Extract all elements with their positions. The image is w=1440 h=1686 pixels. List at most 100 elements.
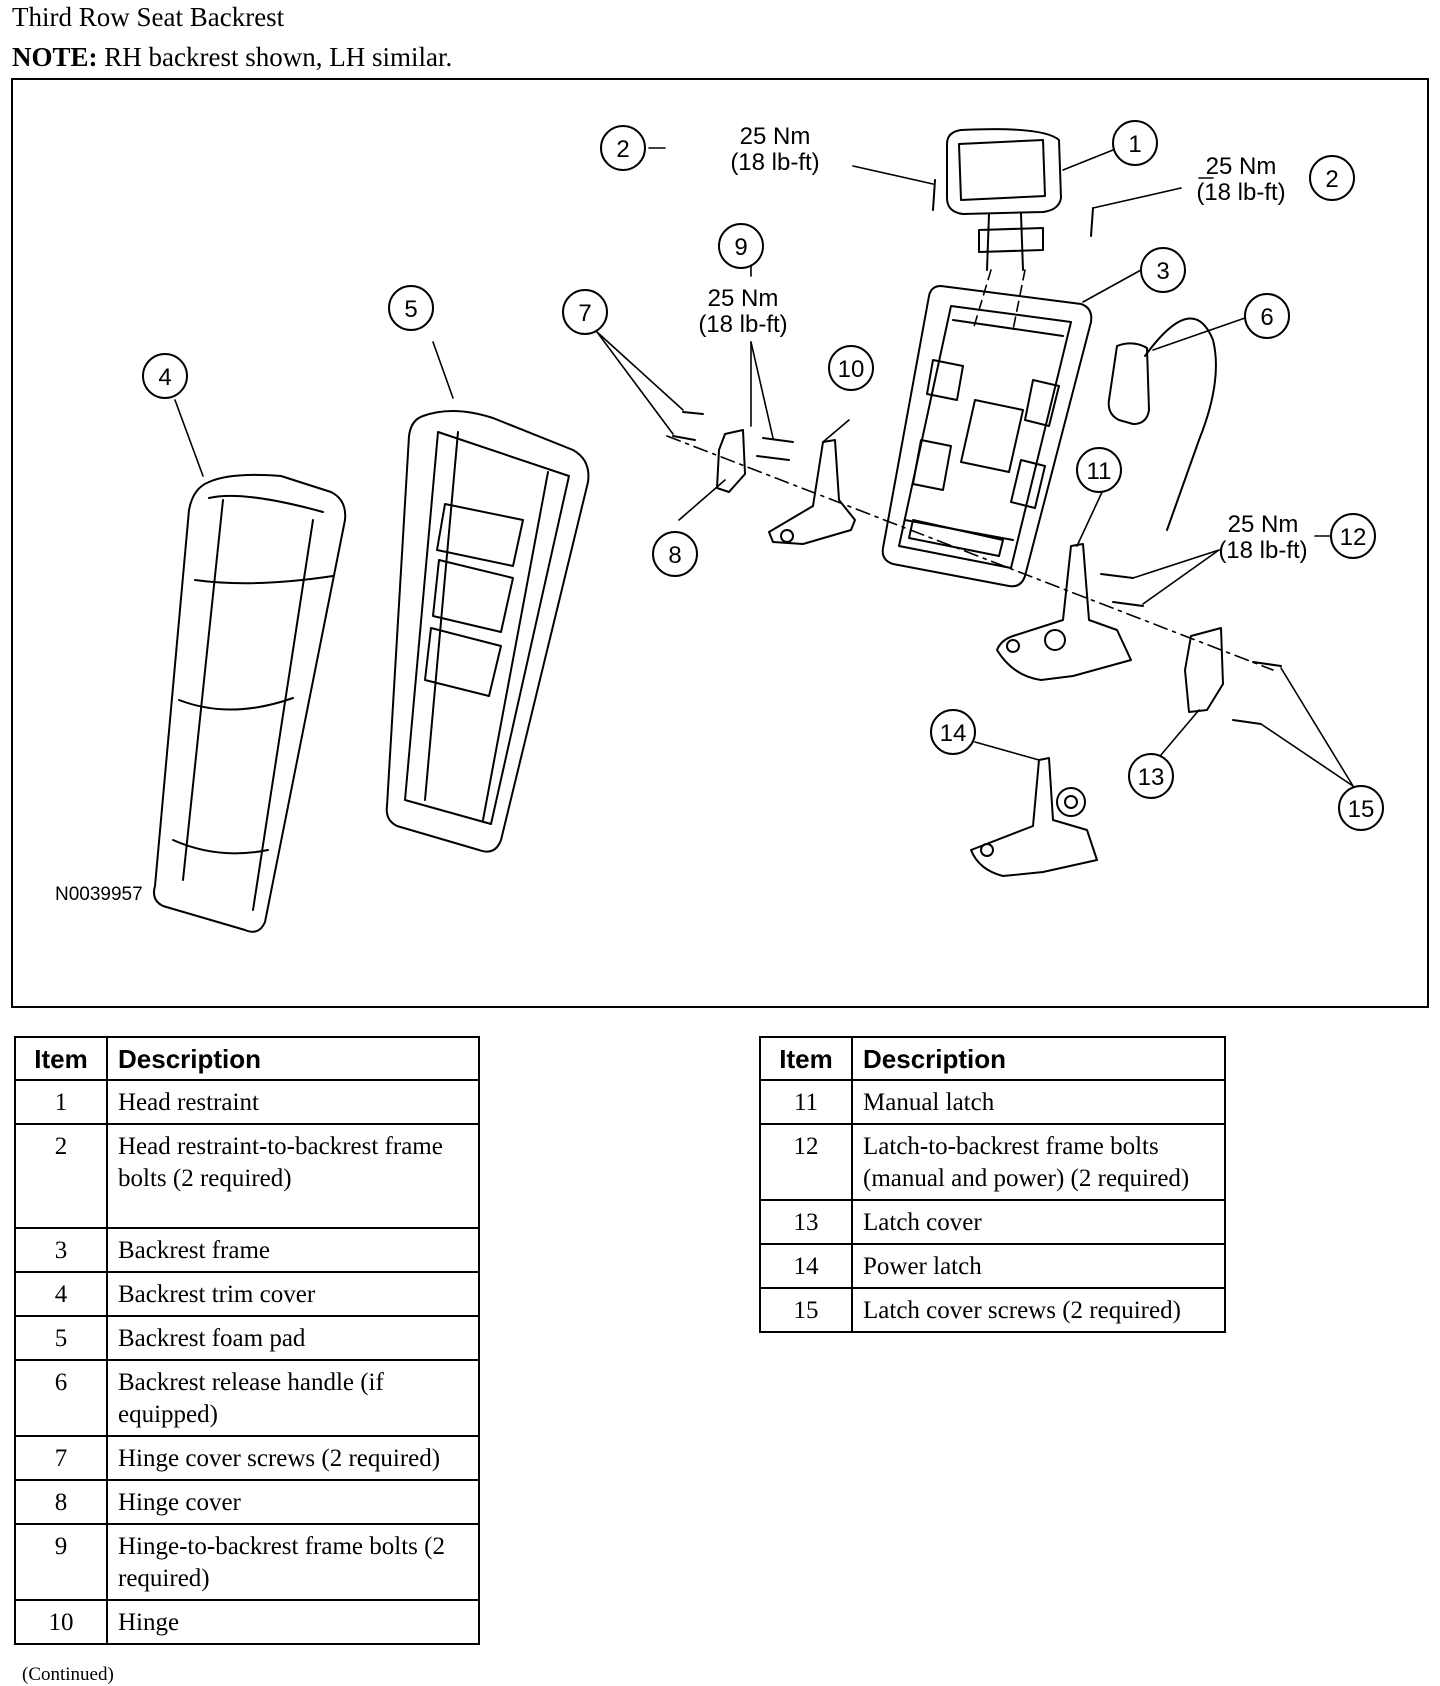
callout-circle-1 <box>1112 120 1158 166</box>
callout-circle-12 <box>1330 513 1376 559</box>
backrest-frame-drawing <box>881 285 1093 588</box>
note-label: NOTE: <box>12 42 98 72</box>
callout-circle-15 <box>1338 785 1384 831</box>
backrest-trim-cover-drawing <box>153 473 347 933</box>
callout-circle-9 <box>718 223 764 269</box>
torque-nm-4: 25 Nm <box>1228 511 1299 538</box>
callout-circle-2b <box>1309 155 1355 201</box>
torque-lbft-2: (18 lb-ft) <box>1196 179 1285 206</box>
diagram-drawing: 1 2 2 3 4 5 6 7 8 9 10 11 12 13 14 15 25… <box>55 120 1384 933</box>
callout-label-13: 13 <box>1138 764 1165 791</box>
item-number: 10 <box>14 1599 108 1645</box>
hinge-cover-drawing <box>716 429 746 493</box>
callout-circle-14 <box>930 709 976 755</box>
callout-circle-13 <box>1128 753 1174 799</box>
figure-id: N0039957 <box>55 884 143 905</box>
torque-lbft-3: (18 lb-ft) <box>698 311 787 338</box>
item-number: 14 <box>759 1243 853 1289</box>
item-description: Hinge-to-backrest frame bolts (2 require… <box>106 1523 480 1601</box>
item-description: Head restraint <box>106 1079 480 1125</box>
item-number: 15 <box>759 1287 853 1333</box>
callout-circle-6 <box>1244 293 1290 339</box>
callout-label-2b: 2 <box>1325 166 1338 193</box>
callout-label-12: 12 <box>1340 524 1367 551</box>
item-number: 2 <box>14 1123 108 1229</box>
release-handle-drawing <box>1107 317 1217 531</box>
item-number: 13 <box>759 1199 853 1245</box>
item-description: Latch-to-backrest frame bolts (manual an… <box>851 1123 1226 1201</box>
item-description: Hinge <box>106 1599 480 1645</box>
item-description: Backrest frame <box>106 1227 480 1273</box>
item-description: Backrest foam pad <box>106 1315 480 1361</box>
item-description: Manual latch <box>851 1079 1226 1125</box>
hinge-drawing <box>768 439 856 545</box>
item-description: Head restraint-to-backrest frame bolts (… <box>106 1123 480 1229</box>
item-number: 6 <box>14 1359 108 1437</box>
callout-circle-7 <box>562 289 608 335</box>
power-latch-drawing <box>970 757 1098 877</box>
callout-circle-3 <box>1140 247 1186 293</box>
item-number: 1 <box>14 1079 108 1125</box>
head-restraint-drawing <box>946 128 1062 271</box>
callout-label-8: 8 <box>668 542 681 569</box>
callout-label-6: 6 <box>1260 304 1273 331</box>
item-description: Hinge cover screws (2 required) <box>106 1435 480 1481</box>
item-description: Backrest trim cover <box>106 1271 480 1317</box>
latch-cover-drawing <box>1184 627 1224 713</box>
page-title: Third Row Seat Backrest <box>12 2 285 32</box>
torque-nm-2: 25 Nm <box>1206 153 1277 180</box>
torque-nm-3: 25 Nm <box>708 285 779 312</box>
callout-label-11: 11 <box>1087 458 1112 485</box>
table-header-row: Item Description <box>759 1036 1226 1081</box>
callout-label-15: 15 <box>1348 796 1375 823</box>
header-description: Description <box>851 1036 1226 1081</box>
torque-lbft-4: (18 lb-ft) <box>1218 537 1307 564</box>
header-item: Item <box>14 1036 108 1081</box>
callout-circle-5 <box>388 285 434 331</box>
callout-label-14: 14 <box>940 720 967 747</box>
item-number: 8 <box>14 1479 108 1525</box>
callout-label-5: 5 <box>404 296 417 323</box>
item-description: Latch cover <box>851 1199 1226 1245</box>
callout-label-10: 10 <box>838 356 865 383</box>
torque-lbft-1: (18 lb-ft) <box>730 149 819 176</box>
item-number: 7 <box>14 1435 108 1481</box>
callout-circle-10 <box>828 345 874 391</box>
backrest-foam-pad-drawing <box>385 409 590 853</box>
callout-circle-11 <box>1076 447 1122 493</box>
callout-label-9: 9 <box>734 234 747 261</box>
item-number: 5 <box>14 1315 108 1361</box>
item-number: 9 <box>14 1523 108 1601</box>
callout-label-4: 4 <box>158 364 171 391</box>
item-description: Power latch <box>851 1243 1226 1289</box>
item-number: 3 <box>14 1227 108 1273</box>
callout-label-2a: 2 <box>616 136 629 163</box>
table-header-row: Item Description <box>14 1036 480 1081</box>
callout-label-3: 3 <box>1156 258 1169 285</box>
item-description: Hinge cover <box>106 1479 480 1525</box>
item-number: 4 <box>14 1271 108 1317</box>
header-item: Item <box>759 1036 853 1081</box>
callout-circle-8 <box>652 531 698 577</box>
item-number: 11 <box>759 1079 853 1125</box>
callout-circle-4 <box>142 353 188 399</box>
item-description: Latch cover screws (2 required) <box>851 1287 1226 1333</box>
item-description: Backrest release handle (if equipped) <box>106 1359 480 1437</box>
fasteners-drawing <box>672 179 1282 725</box>
header-description: Description <box>106 1036 480 1081</box>
leader-lines <box>174 147 1354 787</box>
callout-circle-2a <box>600 125 646 171</box>
